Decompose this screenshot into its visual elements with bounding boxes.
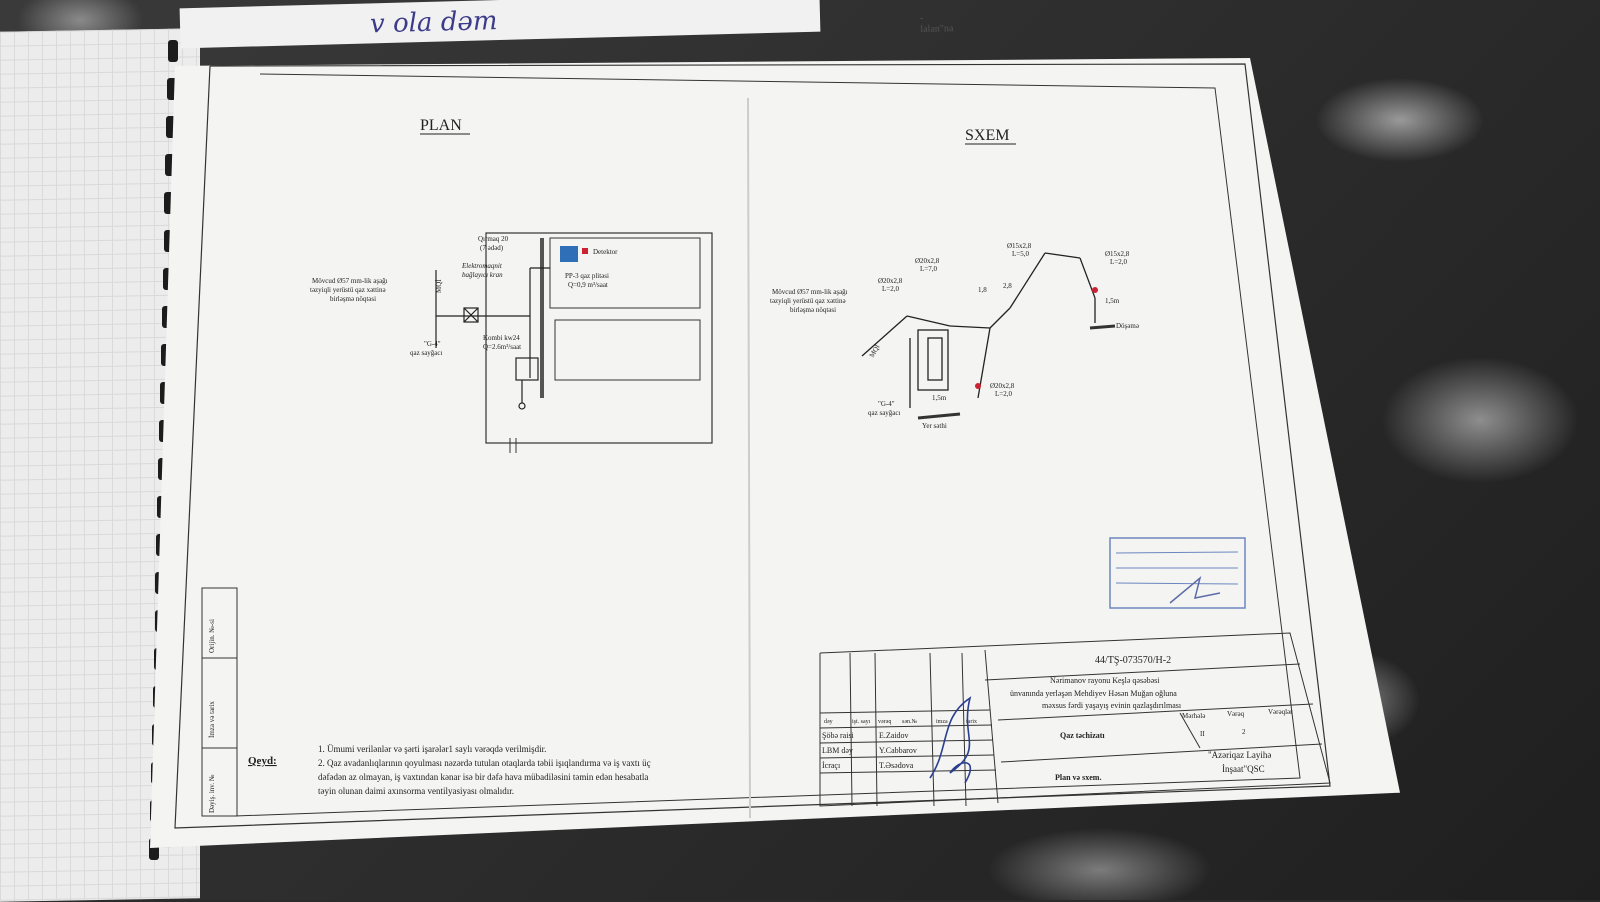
plan-valve-1: Elektromaqnit: [461, 262, 503, 270]
header-cell-5: imza: [936, 719, 948, 725]
pipe-label-3-l: L=5,0: [1012, 250, 1029, 258]
header-cell-3: vərəq: [878, 719, 891, 725]
height-label-2: 2,8: [1003, 282, 1012, 290]
pipe-label-2-l: L=7,0: [920, 265, 937, 273]
pipe-label-4-d: Ø15x2,8: [1105, 250, 1130, 258]
spiral-ring: [165, 154, 176, 176]
person-1: E.Zaidov: [879, 731, 909, 740]
height-label-3: 1,5m: [1105, 297, 1120, 305]
header-cell-1: dəy: [824, 719, 833, 725]
plan-clamp-1: Qırmaq 20: [478, 235, 509, 243]
drawing-sheet: Orijin. №-si İmza və tarix Dəyiş. inv. №…: [150, 58, 1400, 848]
scheme-valve-icons: [975, 287, 1098, 389]
spiral-ring: [163, 230, 174, 252]
plan-boiler-1: Kombi kw24: [483, 334, 520, 342]
stage-value-1: II: [1200, 730, 1205, 738]
spiral-ring: [164, 192, 175, 214]
plan-boiler-2: Q=2.6m³/saat: [483, 343, 521, 351]
note-line-4: təyin olunan daimi axınsorma ventilyasiy…: [318, 786, 514, 796]
paper-corner-text: -lalan"na: [919, 12, 954, 35]
stage-header-3: Vərəqlər: [1268, 708, 1293, 716]
person-2: Y.Cabbarov: [879, 746, 917, 755]
document-code: 44/TŞ-073570/H-2: [1095, 655, 1171, 666]
note-line-3: dəfədən az olmayan, iş vaxtından kənar i…: [318, 772, 648, 782]
role-1: Şöbə raisi: [822, 731, 855, 740]
pipe-label-1-d: Ø20x2,8: [878, 277, 903, 285]
sheet-frame: [174, 63, 1331, 829]
plan-title: PLAN: [420, 117, 462, 134]
signature-icon: [929, 696, 972, 784]
scheme-meter-2: qaz sayğacı: [868, 409, 901, 417]
sheet-name: Plan və sxem.: [1055, 773, 1101, 782]
header-cell-6: tarix: [966, 719, 977, 725]
pipe-label-5-l: L=2,0: [995, 390, 1012, 398]
role-2: LBM dəy: [822, 746, 853, 755]
height-label-1: 1,8: [978, 286, 987, 294]
plan-existing-pipe-1: Mövcud Ø57 mm-lik aşağı: [312, 277, 388, 285]
detector-icon: [560, 246, 578, 262]
side-strip: [201, 587, 238, 817]
pipe-label-5-d: Ø20x2,8: [990, 382, 1015, 390]
technical-drawing: Orijin. №-si İmza və tarix Dəyiş. inv. №…: [174, 63, 1331, 829]
plan-existing-pipe-2: təzyiqli yerüstü qaz xəttinə: [310, 286, 386, 294]
plan-clamp-2: (7 ədəd): [480, 244, 504, 252]
stage-header-1: Mərhələ: [1182, 712, 1205, 720]
plan-floor-plan: [485, 232, 713, 453]
scheme-end-label: Döşəmə: [1116, 322, 1139, 330]
approval-stamp: [1109, 537, 1246, 609]
scheme-ground-label: Yer səthi: [922, 422, 947, 430]
scheme-mq-label: MQİ: [868, 343, 882, 359]
spiral-ring: [168, 40, 178, 62]
detector-alarm-icon: [582, 248, 588, 254]
side-strip-text-3: Dəyiş. inv. №: [208, 774, 216, 813]
spiral-ring: [161, 306, 172, 328]
plan-stove-2: Q=0,9 m³/saat: [568, 281, 608, 289]
side-strip-text-2: İmza və tarix: [208, 701, 216, 738]
pipe-label-1-l: L=2,0: [882, 285, 899, 293]
plan-existing-pipe-3: birləşmə nöqtəsi: [330, 295, 376, 303]
person-3: T.Əsədova: [879, 761, 914, 770]
stage-header-2: Vərəq: [1227, 710, 1245, 718]
address-line-2: ünvanında yerləşən Mehdiyev Həsən Muğan …: [1010, 689, 1177, 698]
scheme-existing-pipe-3: birləşmə nöqtəsi: [790, 306, 836, 314]
company-line-1: "Azəriqaz Layihə: [1208, 750, 1271, 760]
plan-valve-2: bağlayıcı kran: [462, 271, 503, 279]
pipe-label-3-d: Ø15x2,8: [1007, 242, 1032, 250]
equipment-label: Qaz təchizatı: [1060, 731, 1105, 740]
pipe-label-2-d: Ø20x2,8: [915, 257, 940, 265]
role-3: İcraçı: [822, 761, 841, 770]
stage-value-2: 2: [1242, 728, 1246, 736]
spiral-ring: [166, 116, 177, 138]
note-line-1: 1. Ümumi verilənlər və şərti işarələr1 s…: [318, 744, 546, 754]
company-line-2: İnşaat"QSC: [1222, 764, 1265, 774]
scheme-title: SXEM: [965, 127, 1009, 144]
plan-meter-1: "G-4": [424, 340, 441, 348]
height-label-4: 1,5m: [932, 394, 947, 402]
address-line-3: məxsus fərdi yaşayış evinin qazlaşdırılm…: [1042, 701, 1182, 710]
scheme-isometric: [861, 252, 1096, 408]
scheme-existing-pipe-1: Mövcud Ø57 mm-lik aşağı: [772, 288, 848, 296]
spiral-ring: [149, 838, 160, 860]
side-strip-text-1: Orijin. №-si: [208, 619, 216, 653]
note-line-2: 2. Qaz avadanlıqlarının qoyulması nəzərd…: [318, 758, 651, 768]
plan-detector-label: Detektor: [593, 248, 618, 256]
header-cell-4: sən.№: [902, 719, 917, 725]
plan-meter-2: qaz sayğacı: [410, 349, 443, 357]
title-block: [819, 632, 1331, 807]
plan-stove-1: PP-3 qaz plitəsi: [565, 272, 609, 280]
header-cell-2: işt. sayı: [852, 719, 871, 725]
scheme-meter-1: "G-4": [878, 400, 895, 408]
plan-mq-label: MQİ: [435, 279, 443, 293]
spiral-ring: [167, 78, 178, 100]
pipe-label-4-l: L=2,0: [1110, 258, 1127, 266]
address-line-1: Nərimanov rayonu Keşlə qəsəbəsi: [1050, 676, 1160, 685]
handwritten-scribble: v ola dəm: [369, 6, 498, 40]
spiral-ring: [162, 268, 173, 290]
scheme-ground-hatch: [917, 324, 1116, 420]
plan-gas-line: [435, 267, 550, 410]
scheme-existing-pipe-2: təzyiqli yerüstü qaz xəttinə: [770, 297, 846, 305]
notes-label: Qeyd:: [248, 755, 277, 767]
